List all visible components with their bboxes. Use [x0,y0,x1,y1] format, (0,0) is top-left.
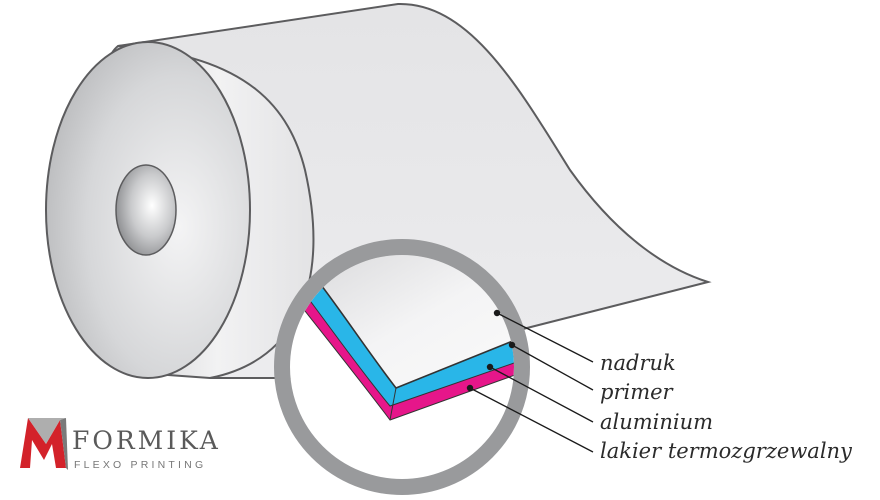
magnifier-ring [274,239,530,495]
layer-lakier [290,282,514,420]
dot-primer [508,341,516,349]
dot-aluminium [486,363,494,371]
leader-aluminium [489,366,594,423]
leader-nadruk [496,312,594,363]
logo-tagline: FLEXO PRINTING [74,459,206,471]
dot-lakier [466,384,474,392]
formika-logo: FORMIKA FLEXO PRINTING [20,418,221,471]
label-lakier-termozgrzewalny: lakier termozgrzewalny [600,439,853,463]
unrolled-sheet [117,2,712,379]
logo-mark-icon [20,418,68,470]
dot-nadruk [493,309,501,317]
leader-lakier [469,387,594,453]
label-aluminium: aluminium [600,410,713,434]
leader-dots [466,309,516,392]
label-nadruk: nadruk [600,351,676,375]
leader-primer [511,344,594,391]
leader-lines [469,312,594,453]
roll-core-hole [115,164,177,256]
logo-wordmark: FORMIKA [72,426,221,455]
label-primer: primer [600,380,675,404]
layer-aluminium [296,268,514,406]
zoom-magnifier [274,239,530,495]
